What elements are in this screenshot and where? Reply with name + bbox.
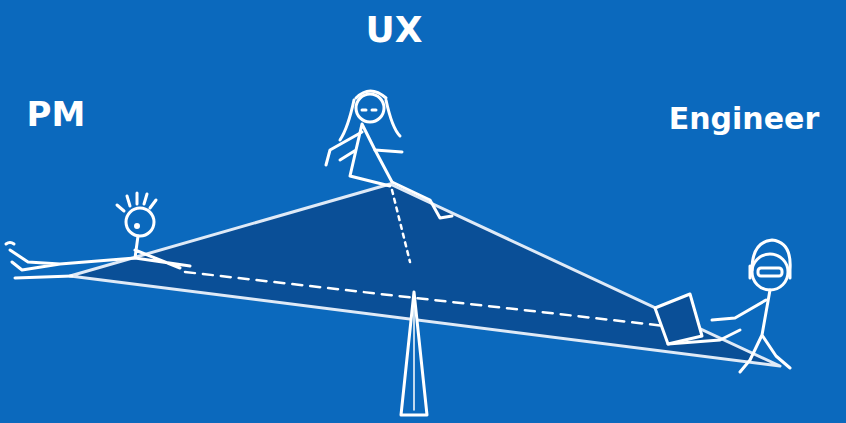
role-label: UX xyxy=(366,10,423,50)
engineer-figure xyxy=(655,240,790,372)
laptop xyxy=(655,294,702,344)
role-label: Engineer xyxy=(669,102,819,135)
plate-edge xyxy=(15,276,72,278)
fulcrum xyxy=(401,292,427,415)
pm-figure xyxy=(6,193,190,270)
plate-midline xyxy=(185,272,665,326)
triangle-plate xyxy=(70,184,780,366)
ux-figure xyxy=(326,91,452,218)
role-label: PM xyxy=(27,96,86,133)
plate-axis xyxy=(392,190,410,262)
fulcrum-line xyxy=(413,300,415,410)
